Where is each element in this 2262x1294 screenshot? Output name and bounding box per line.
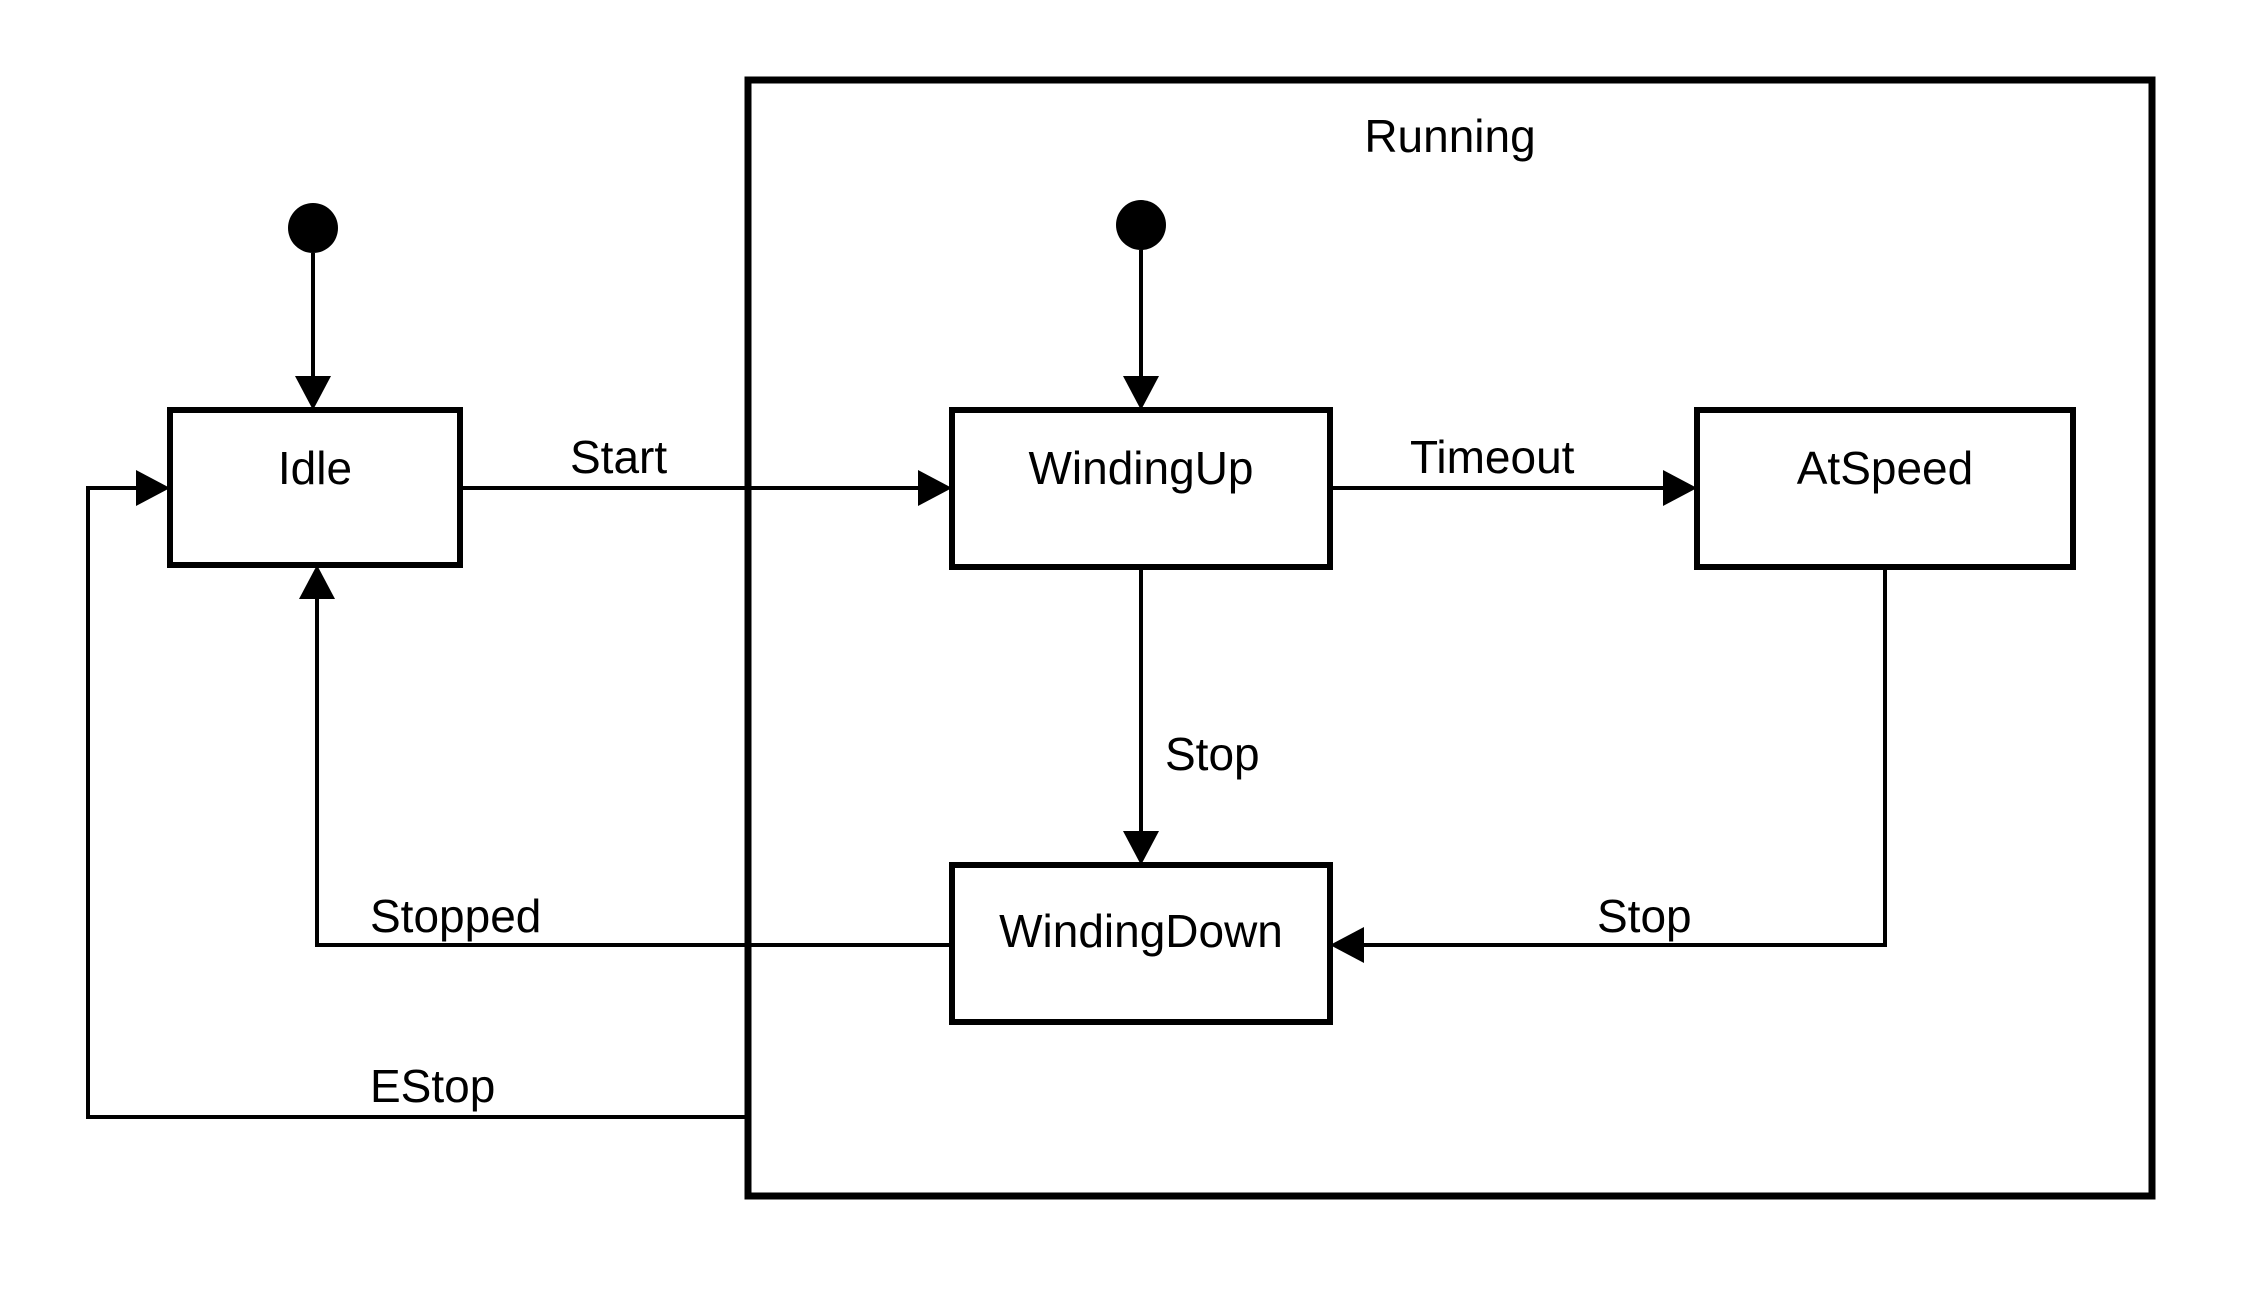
transition-start-label: Start	[570, 431, 667, 483]
transition-timeout-label: Timeout	[1410, 431, 1575, 483]
transition-estop[interactable]: EStop	[86, 470, 748, 1119]
initial-state-dot-running-icon	[1116, 200, 1166, 250]
transition-stop-atspeed[interactable]: Stop	[1330, 567, 1887, 963]
transition-stopped-arrowhead	[299, 565, 335, 599]
transition-start-arrowhead	[918, 470, 952, 506]
state-atspeed[interactable]: AtSpeed	[1694, 407, 2076, 570]
composite-state-running-label: Running	[1364, 110, 1535, 162]
state-atspeed-label: AtSpeed	[1797, 442, 1973, 494]
state-windingdown[interactable]: WindingDown	[949, 862, 1333, 1025]
initial-transition-running-arrowhead	[1123, 376, 1159, 410]
transition-stopped[interactable]: Stopped	[299, 565, 952, 947]
transition-stop-windingup-arrowhead	[1123, 831, 1159, 865]
transition-estop-label: EStop	[370, 1060, 495, 1112]
state-windingdown-box	[949, 862, 1333, 1025]
initial-state-dot-icon	[288, 203, 338, 253]
transition-timeout-arrowhead	[1663, 470, 1697, 506]
transition-start[interactable]: Start	[460, 431, 952, 506]
composite-state-running[interactable]: Running	[744, 76, 2156, 1200]
state-idle[interactable]: Idle	[167, 407, 463, 568]
composite-state-running-border	[744, 76, 2156, 1200]
state-idle-label: Idle	[278, 442, 352, 494]
transition-stop-atspeed-line	[1352, 567, 1887, 947]
transition-stopped-label: Stopped	[370, 890, 541, 942]
transition-stop-windingup-label: Stop	[1165, 728, 1260, 780]
transition-timeout[interactable]: Timeout	[1330, 431, 1697, 506]
state-atspeed-box	[1694, 407, 2076, 570]
state-windingup[interactable]: WindingUp	[949, 407, 1333, 570]
state-windingup-box	[949, 407, 1333, 570]
transition-stopped-line	[315, 587, 952, 947]
state-idle-box	[167, 407, 463, 568]
transition-stop-atspeed-arrowhead	[1330, 927, 1364, 963]
state-windingdown-label: WindingDown	[999, 905, 1283, 957]
transition-estop-line	[86, 486, 748, 1119]
initial-state-node-top[interactable]	[288, 203, 338, 410]
initial-state-node-running[interactable]	[1116, 200, 1166, 410]
transition-stop-atspeed-label: Stop	[1597, 890, 1692, 942]
initial-transition-top-arrowhead	[295, 376, 331, 410]
state-windingup-label: WindingUp	[1029, 442, 1254, 494]
transition-estop-arrowhead	[136, 470, 170, 506]
transition-stop-windingup[interactable]: Stop	[1123, 567, 1260, 865]
